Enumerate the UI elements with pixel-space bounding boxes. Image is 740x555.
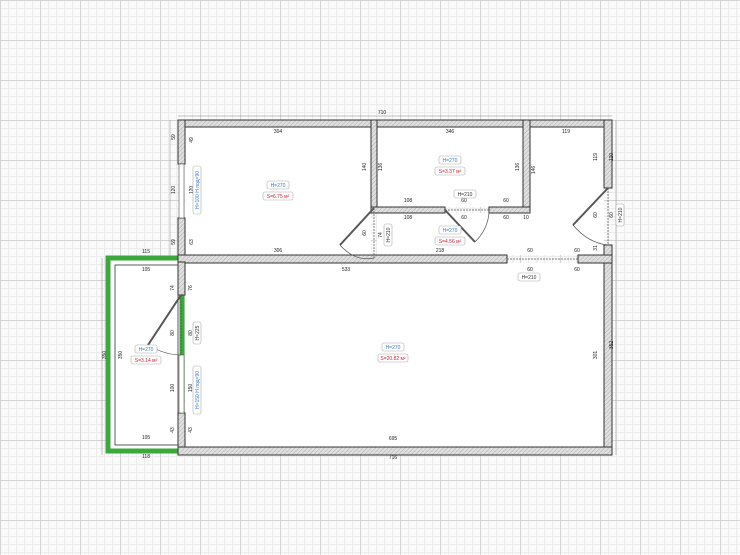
dimension-label: 63 xyxy=(189,239,195,245)
dimension-label: 533 xyxy=(342,267,351,273)
dimension-label: 218 xyxy=(436,248,445,254)
room-height-label[interactable]: H=270 xyxy=(134,344,158,354)
dimension-label: 136 xyxy=(515,163,521,172)
dimension-label: 304 xyxy=(274,129,283,135)
dimension-label: 59 xyxy=(171,134,177,140)
dimension-label: 74 xyxy=(170,285,176,291)
balcony-window[interactable] xyxy=(178,354,185,414)
dimension-label: 695 xyxy=(389,436,398,442)
dimension-label: 60 xyxy=(574,267,580,273)
dimension-label: 350 xyxy=(118,351,124,360)
dimension-label: 352 xyxy=(609,341,615,350)
opening-height-label[interactable]: H=150 H под=90 xyxy=(192,365,202,415)
dimension-label: 49 xyxy=(189,137,195,143)
dimension-label: 100 xyxy=(170,384,176,393)
opening-height-label-text: H=210 xyxy=(386,227,392,242)
opening-height-label-text: H=225 xyxy=(195,325,201,340)
room-height-label[interactable]: H=270 xyxy=(381,342,405,352)
room-area-label-text: S=20.82 м² xyxy=(380,356,406,362)
dimension-label: 60 xyxy=(593,212,599,218)
dimension-label: 118 xyxy=(142,454,150,460)
dimension-label: 76 xyxy=(188,285,194,291)
room-height-label[interactable]: H=270 xyxy=(266,180,290,190)
window-left[interactable] xyxy=(178,163,185,219)
room-area-label[interactable]: S=6.75 м² xyxy=(262,191,294,201)
dimension-label: 60 xyxy=(574,248,580,254)
dimension-label: 108 xyxy=(404,198,413,204)
dimension-label: 105 xyxy=(142,435,151,441)
dimension-label: 150 xyxy=(188,384,194,393)
dimension-label: 80 xyxy=(170,330,176,336)
room-area-label-text: S=3.37 м² xyxy=(439,169,462,175)
room-area-label[interactable]: S=3.37 м² xyxy=(434,166,466,176)
dimension-label: 119 xyxy=(562,129,570,135)
dimension-label: 74 xyxy=(378,232,384,238)
dimension-label: 31 xyxy=(593,245,599,251)
opening-height-label-text: H=100 H под=90 xyxy=(195,171,201,209)
dimension-label: 60 xyxy=(362,230,368,236)
room-area-label[interactable]: S=20.82 м² xyxy=(377,353,409,363)
dimension-label: 716 xyxy=(389,455,398,461)
room-area-label-text: S=4.56 м² xyxy=(439,239,462,245)
dimension-label: 346 xyxy=(446,129,455,135)
dimension-label: 119 xyxy=(593,153,599,161)
room-3-floor[interactable] xyxy=(530,127,604,255)
dimension-label: 306 xyxy=(274,248,283,254)
dimension-label: 115 xyxy=(142,249,150,255)
opening-height-label-text: H=210 xyxy=(522,275,537,281)
dimension-label: 60 xyxy=(461,198,467,204)
room-height-label-text: H=270 xyxy=(386,345,401,351)
dimension-label: 60 xyxy=(527,248,533,254)
dimension-label: 60 xyxy=(609,212,615,218)
room-area-label-text: S=6.75 м² xyxy=(267,194,290,200)
room-height-label[interactable]: H=270 xyxy=(438,225,462,235)
dimension-labels: 710 304 346 119 59 49 120 120 59 63 140 136 136 146 11… xyxy=(102,110,615,461)
opening-height-label-text: H=210 xyxy=(458,192,473,198)
opening-height-label[interactable]: H=225 xyxy=(192,321,202,345)
dimension-label: 60 xyxy=(527,267,533,273)
opening-height-label[interactable]: H=210 xyxy=(383,223,393,247)
room-area-label[interactable]: S=3.14 м² xyxy=(130,355,162,365)
room-height-label-text: H=270 xyxy=(139,347,154,353)
opening-height-label[interactable]: H=210 xyxy=(517,272,541,282)
dimension-label: 301 xyxy=(593,351,599,360)
dimension-label: 59 xyxy=(171,239,177,245)
opening-height-label[interactable]: H=210 xyxy=(453,189,477,199)
room-height-label-text: H=270 xyxy=(443,228,458,234)
dimension-label: 120 xyxy=(171,186,177,195)
dimension-label: 146 xyxy=(531,166,537,175)
room-1-floor[interactable] xyxy=(185,127,371,255)
dimension-label: 140 xyxy=(362,163,368,172)
dimension-label: 80 xyxy=(188,330,194,336)
room-height-label-text: H=270 xyxy=(271,183,286,189)
dimension-label: 43 xyxy=(170,427,176,433)
room-height-label[interactable]: H=270 xyxy=(438,155,462,165)
dimension-label: 43 xyxy=(188,427,194,433)
room-area-label[interactable]: S=4.56 м² xyxy=(434,236,466,246)
opening-height-label-text: H=150 H под=90 xyxy=(195,371,201,409)
room-height-label-text: H=270 xyxy=(443,158,458,164)
dimension-label: 60 xyxy=(503,198,509,204)
dimension-label: 120 xyxy=(609,153,615,162)
dimension-label: 60 xyxy=(461,215,467,221)
opening-height-label[interactable]: H=210 xyxy=(615,203,625,227)
dimension-label: 350 xyxy=(102,351,108,360)
dimension-label: 710 xyxy=(378,110,387,116)
opening-height-label-text: H=210 xyxy=(618,207,624,222)
dimension-label: 10 xyxy=(523,215,529,221)
dimension-label: 120 xyxy=(189,186,195,195)
opening-height-label[interactable]: H=100 H под=90 xyxy=(192,165,202,215)
dimension-label: 136 xyxy=(378,163,384,172)
dimension-label: 60 xyxy=(503,215,509,221)
room-area-label-text: S=3.14 м² xyxy=(135,358,158,364)
dimension-label: 108 xyxy=(404,215,413,221)
dimension-label: 105 xyxy=(142,267,151,273)
